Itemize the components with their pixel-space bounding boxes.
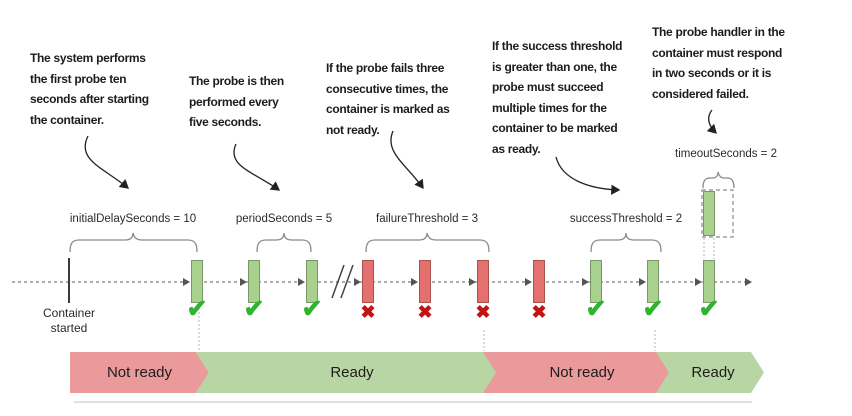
timeline-axis [12, 278, 752, 286]
container-started-label: Container started [42, 306, 96, 335]
param-label: timeoutSeconds = 2 [675, 148, 777, 160]
annotation-initial-delay: The system performs the first probe ten … [30, 51, 149, 127]
status-segment: Ready [196, 352, 502, 393]
status-segment: Ready [656, 352, 764, 393]
brace-initial-delay [69, 232, 198, 253]
success-icon: ✔ [698, 295, 720, 323]
timeout-window-outline [701, 189, 734, 238]
success-icon: ✔ [585, 295, 607, 323]
annotation-period: The probe is then performed every five s… [189, 74, 284, 129]
annotation-arrow-2 [233, 143, 281, 191]
param-label: periodSeconds = 5 [235, 213, 333, 225]
probe-bar [362, 260, 374, 303]
annotation-arrow-1 [84, 135, 129, 189]
status-label: Not ready [106, 364, 173, 381]
probe-bar [248, 260, 260, 303]
success-icon: ✔ [642, 295, 664, 323]
probe-bar [647, 260, 659, 303]
probe-bar [533, 260, 545, 303]
probe-bar [590, 260, 602, 303]
fail-icon: ✖ [475, 302, 491, 322]
success-icon: ✔ [301, 295, 323, 323]
success-icon: ✔ [243, 295, 265, 323]
status-label: Ready [691, 364, 735, 381]
brace-failure-threshold [365, 232, 490, 253]
param-label: initialDelaySeconds = 10 [69, 213, 197, 225]
success-icon: ✔ [186, 295, 208, 323]
status-label: Ready [330, 364, 374, 381]
axis-break [331, 264, 354, 299]
probe-bar [703, 260, 715, 303]
annotation-arrow-4 [555, 156, 621, 195]
brace-period [256, 232, 312, 253]
status-segment: Not ready [483, 352, 675, 393]
annotation-arrow-5 [706, 109, 717, 134]
probe-bar [477, 260, 489, 303]
fail-icon: ✖ [417, 302, 433, 322]
brace-timeout [702, 171, 735, 189]
status-label: Not ready [549, 364, 615, 381]
probe-bar [191, 260, 203, 303]
brace-success-threshold [590, 232, 662, 253]
annotation-timeout: The probe handler in the container must … [652, 25, 785, 101]
annotation-success-threshold: If the success threshold is greater than… [492, 39, 623, 156]
probe-bar [306, 260, 318, 303]
param-label: failureThreshold = 3 [376, 213, 478, 225]
param-label: successThreshold = 2 [569, 213, 683, 225]
timeout-probe-bar [703, 191, 715, 236]
status-segment: Not ready [70, 352, 209, 393]
annotation-failure-threshold: If the probe fails three consecutive tim… [326, 61, 450, 137]
fail-icon: ✖ [360, 302, 376, 322]
annotation-arrow-3 [390, 130, 424, 190]
fail-icon: ✖ [531, 302, 547, 322]
probe-bar [419, 260, 431, 303]
